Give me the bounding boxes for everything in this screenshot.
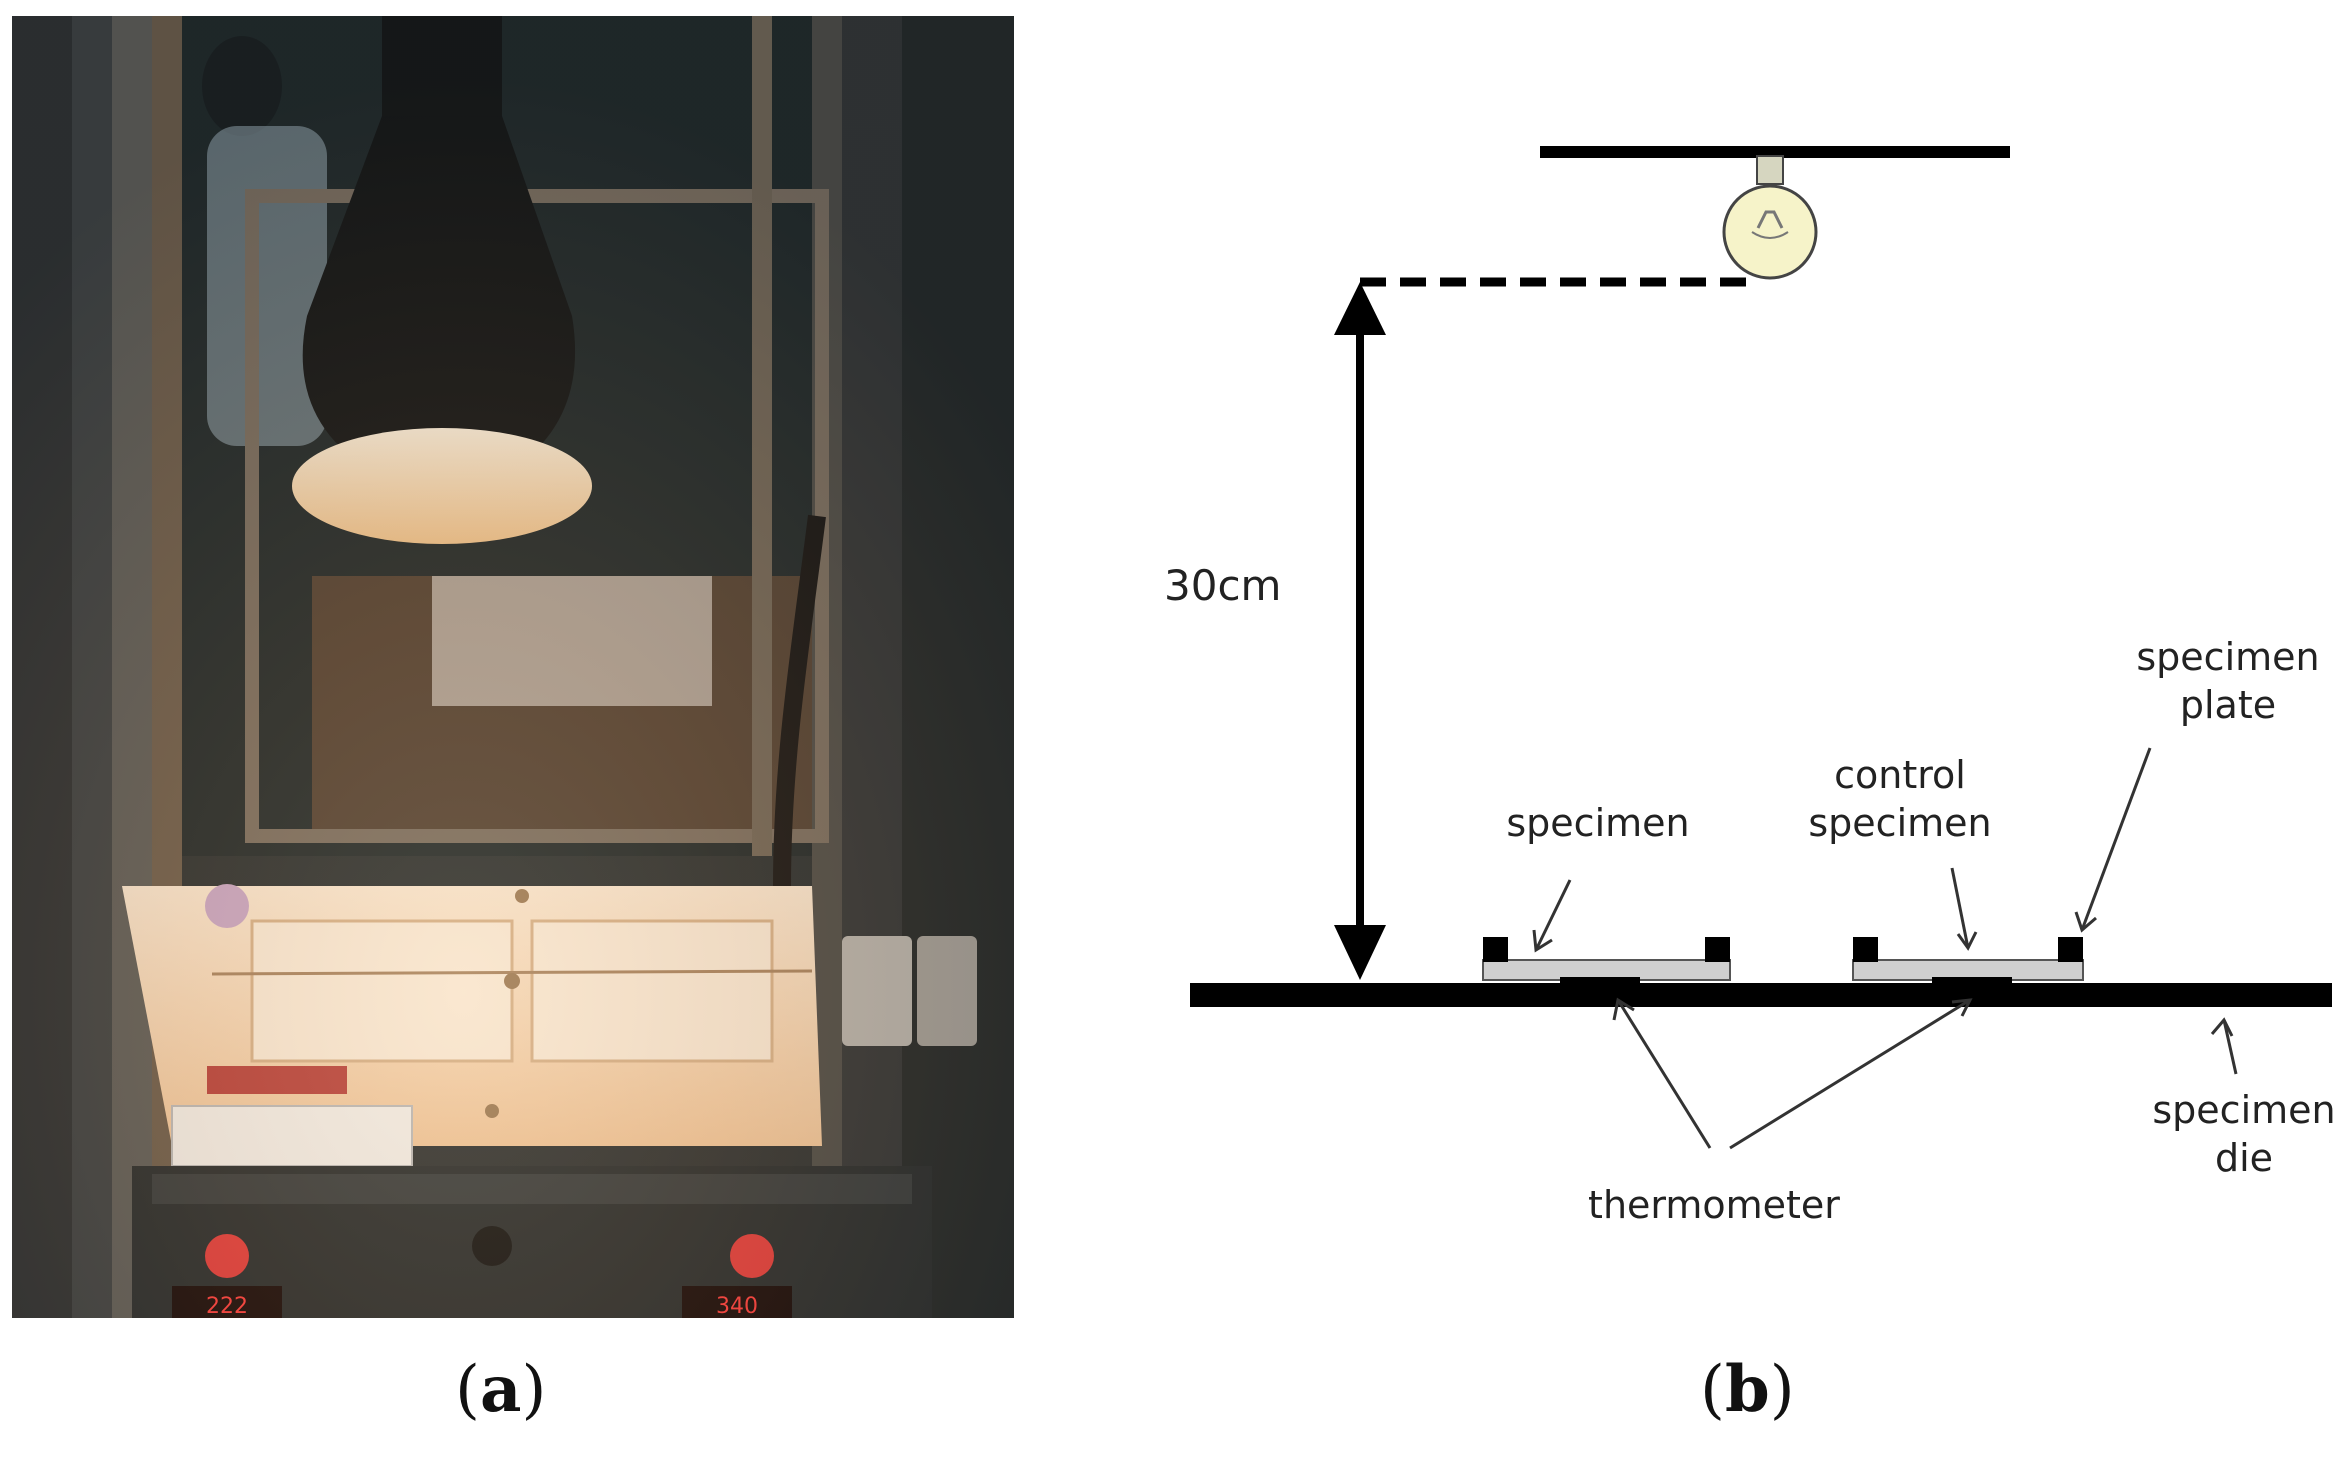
thermometer-leader-line-2 bbox=[1729, 998, 1971, 1150]
arrow-head-down-icon bbox=[1334, 925, 1386, 980]
thermometer-leader-line-1 bbox=[1616, 999, 1712, 1149]
caption-b: (b) bbox=[1700, 1352, 1795, 1427]
thermometer-sensor bbox=[1560, 977, 1640, 987]
distance-label: 30cm bbox=[1164, 561, 1281, 610]
specimen-plate-label-line2: plate bbox=[2180, 683, 2276, 727]
control-leader-line bbox=[1950, 867, 1970, 949]
caption-a-letter: a bbox=[479, 1352, 522, 1427]
specimen-die bbox=[1190, 983, 2332, 1007]
control-specimen-label-line1: control bbox=[1834, 753, 1966, 797]
specimen-die-label-line2: die bbox=[2215, 1136, 2273, 1180]
thermometer-sensor bbox=[1932, 977, 2012, 987]
heat-lamp-chamber-photo: 222 340 bbox=[12, 16, 1014, 1319]
specimen-plate-label-line1: specimen bbox=[2136, 635, 2319, 679]
leader-arrowheads bbox=[1532, 911, 2234, 1037]
specimen-leader-line bbox=[1534, 879, 1572, 951]
specimen-die-label-line1: specimen bbox=[2152, 1088, 2335, 1132]
specimen-plate-block bbox=[2058, 937, 2083, 962]
photo-panel-a: 222 340 bbox=[12, 16, 1014, 1319]
specimen-plate-block bbox=[1853, 937, 1878, 962]
ceiling-bar bbox=[1540, 146, 2010, 158]
caption-b-letter: b bbox=[1724, 1352, 1770, 1427]
specimen-plate-block bbox=[1705, 937, 1730, 962]
control-specimen-label-line2: specimen bbox=[1808, 801, 1991, 845]
test-setup-schematic: 30cm specimen bbox=[1164, 146, 2336, 1227]
schematic-panel-b: 30cm specimen bbox=[1090, 0, 2352, 1360]
specimen-plate-block bbox=[1483, 937, 1508, 962]
specimen-label: specimen bbox=[1506, 801, 1689, 845]
plate-leader-line bbox=[2080, 747, 2152, 931]
light-bulb-icon bbox=[1722, 155, 1818, 280]
die-leader-line bbox=[2222, 1019, 2238, 1075]
caption-a: (a) bbox=[455, 1352, 547, 1427]
arrow-head-up-icon bbox=[1334, 282, 1386, 335]
thermometer-label: thermometer bbox=[1588, 1183, 1840, 1227]
